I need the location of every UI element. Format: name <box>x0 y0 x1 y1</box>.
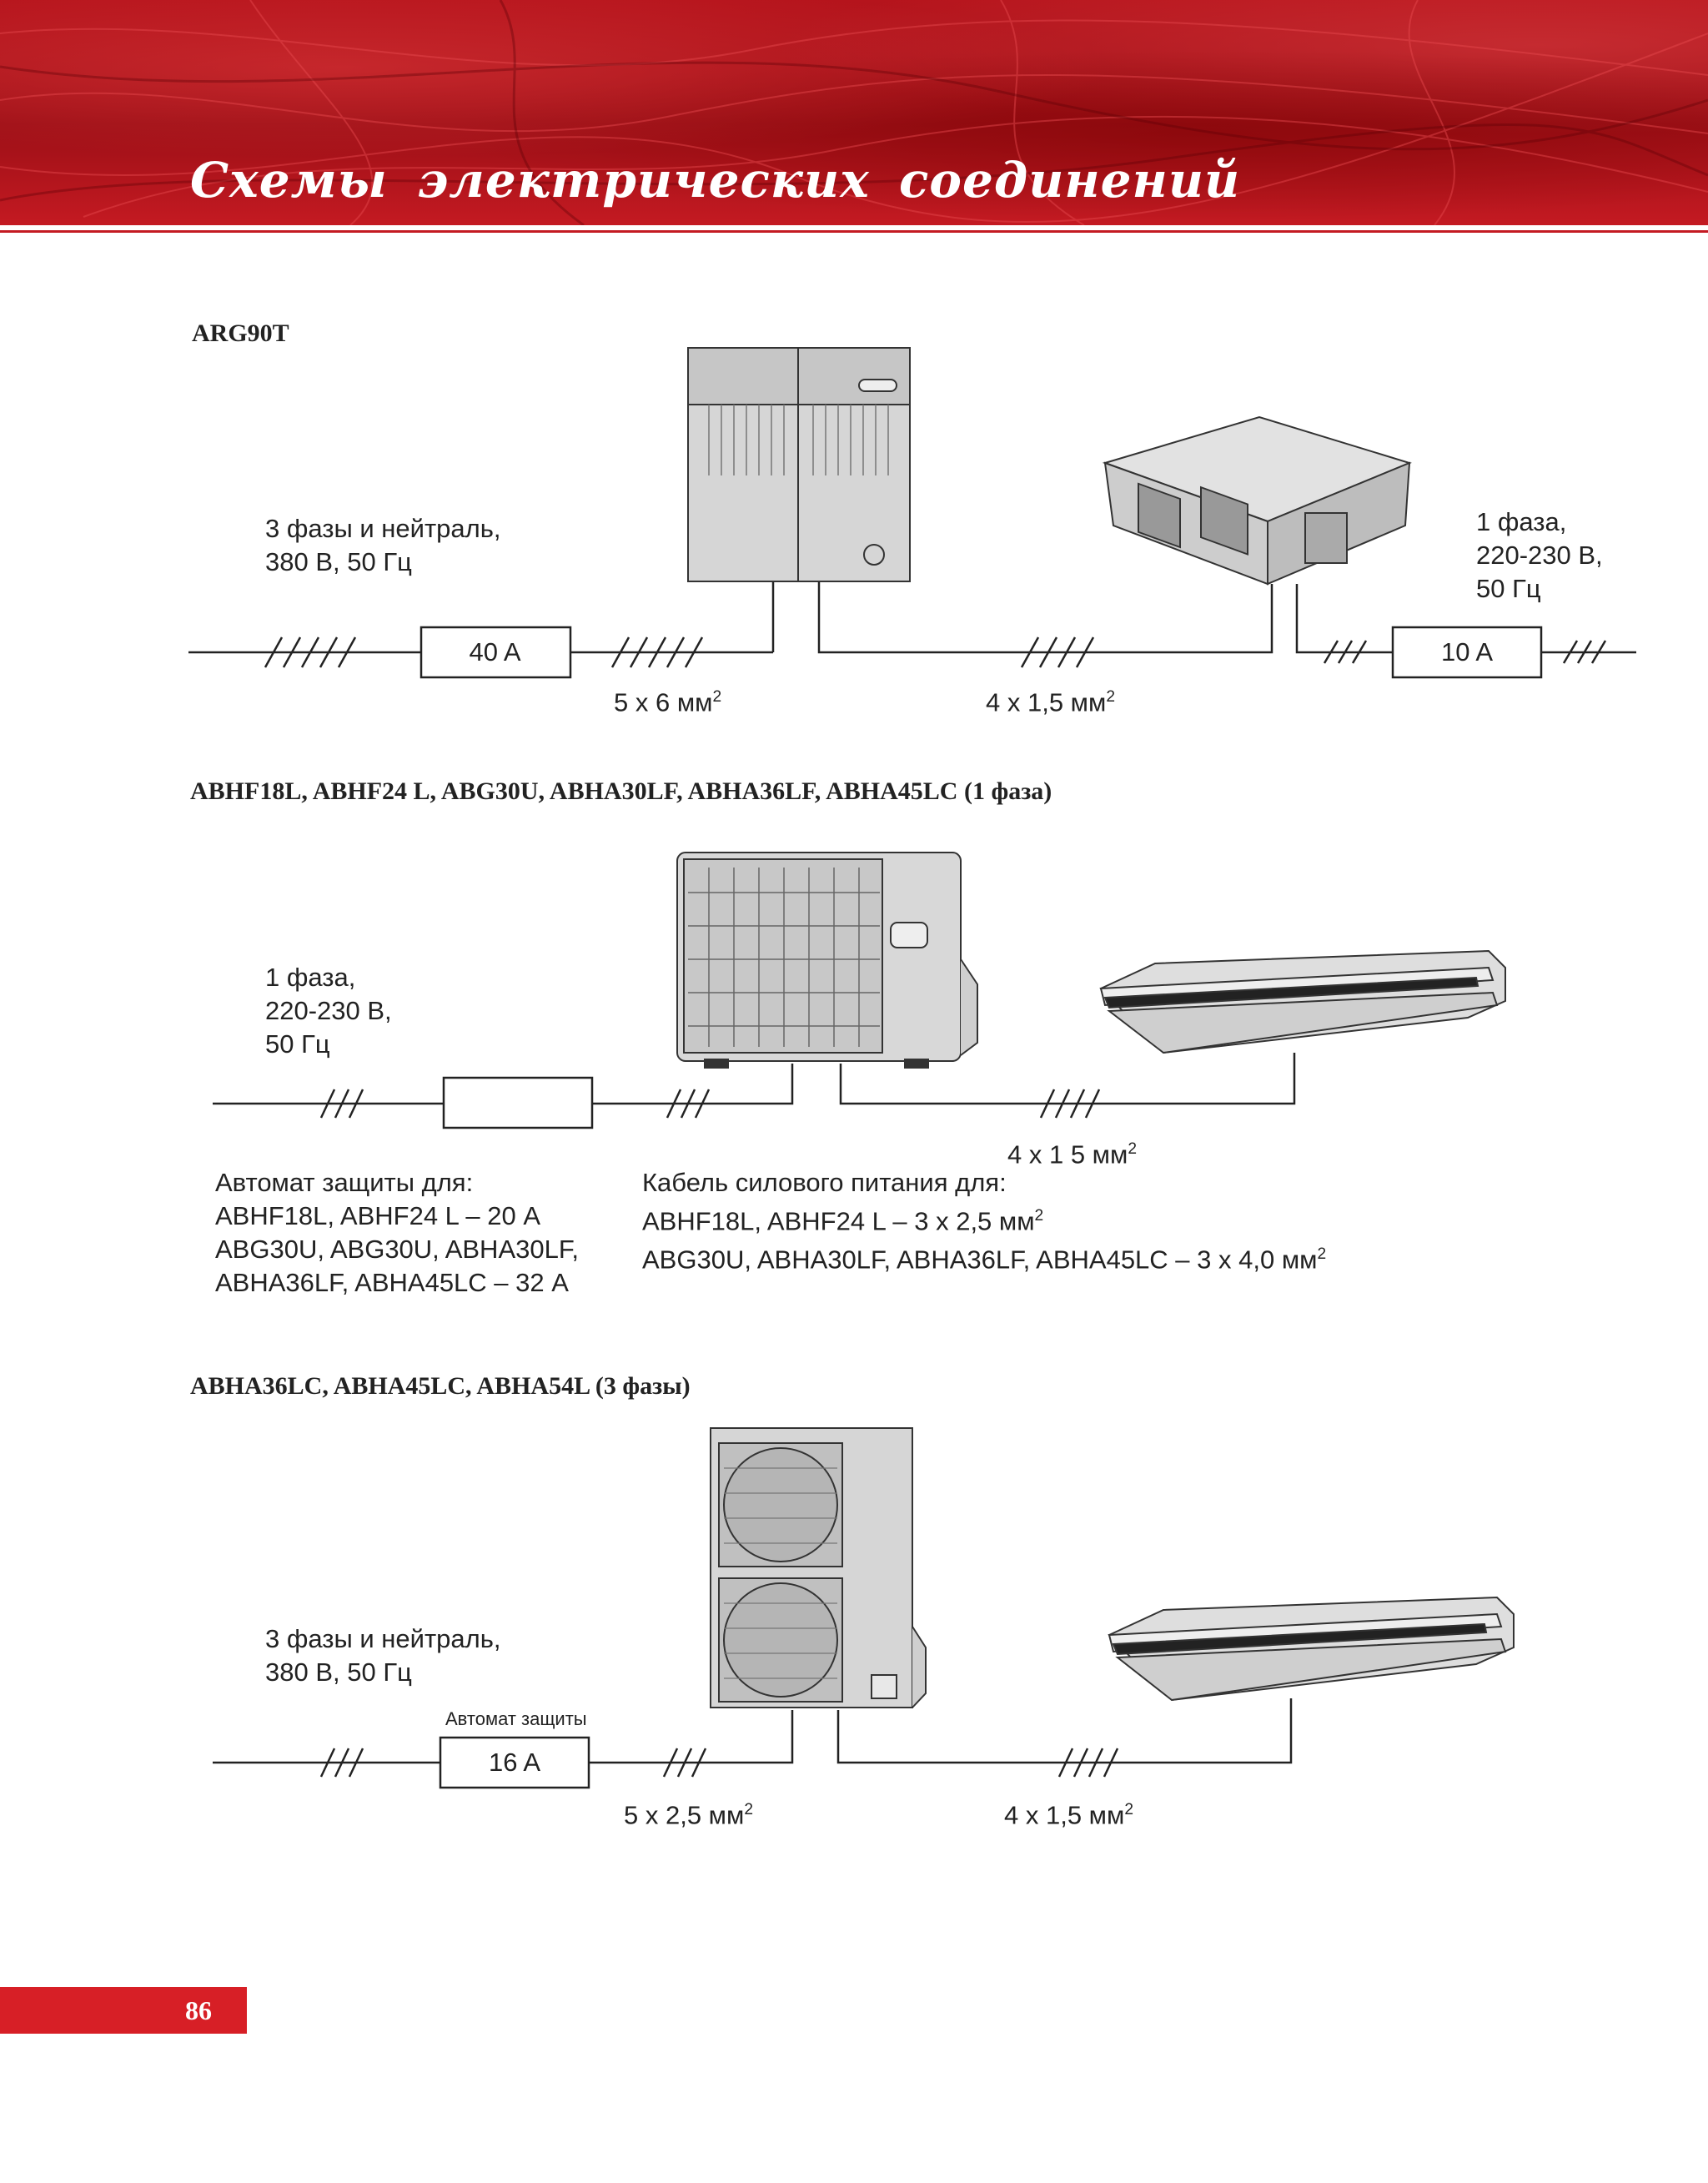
indoor-ceiling-unit-3phase-icon <box>1108 1596 1515 1702</box>
hatch-3-right <box>1323 640 1607 664</box>
cable-note: Кабель силового питания для: ABHF18L, AB… <box>642 1166 1326 1277</box>
cable-note-title: Кабель силового питания для: <box>642 1168 1007 1197</box>
outdoor-unit-arg90t-icon <box>687 347 911 582</box>
page-header: Схемы электрических соединений <box>0 0 1708 225</box>
outdoor-unit-1phase-icon <box>676 852 978 1069</box>
hatch-3-left-s3 <box>319 1748 364 1778</box>
breaker-box-40a <box>419 626 572 679</box>
indoor-ceiling-unit-icon <box>1099 949 1506 1054</box>
breaker-caption: Автомат защиты <box>445 1708 587 1729</box>
section2-wires <box>213 1053 1296 1119</box>
cable-note-line1: ABHF18L, ABHF24 L – 3 х 2,5 мм2 <box>642 1206 1044 1236</box>
supply-label-1phase: 1 фаза, 220-230 В, 50 Гц <box>265 963 392 1059</box>
supply-label-left: 3 фазы и нейтраль, 380 В, 50 Гц <box>265 514 501 576</box>
header-texture <box>0 0 1708 225</box>
section-title-arg90t: ARG90T <box>192 319 289 347</box>
cable-note-line2: ABG30U, ABHA30LF, ABHA36LF, ABHA45LC – 3… <box>642 1245 1327 1275</box>
section-title-3phase: ABHA36LC, ABHA45LC, ABHA54L (3 фазы) <box>190 1372 691 1400</box>
cable-label-5x6: 5 х 6 мм2 <box>614 687 722 717</box>
indoor-duct-unit-icon <box>1102 415 1412 586</box>
section1-wires <box>188 580 1636 668</box>
breaker-label-16a: 16 A <box>488 1748 541 1777</box>
hatch-4-cable3 <box>1057 1748 1119 1778</box>
hatch-3-mid-s3 <box>662 1748 707 1778</box>
breaker-box-16a <box>439 1736 590 1789</box>
hatch-5-cable <box>610 636 704 668</box>
hatch-4-cable2 <box>1039 1089 1101 1119</box>
breaker-box-1phase <box>442 1076 594 1129</box>
breaker-box-10a <box>1391 626 1543 679</box>
page-number-bar: 86 <box>0 1987 247 2034</box>
hatch-4-cable <box>1020 636 1095 668</box>
hatch-3-left <box>319 1089 364 1119</box>
cable-label-4x1-5-s2: 4 х 1 5 мм2 <box>1007 1139 1137 1169</box>
cable-label-4x1-5-s3: 4 х 1,5 мм2 <box>1004 1800 1133 1830</box>
cable-label-4x1-5: 4 х 1,5 мм2 <box>986 687 1115 717</box>
breaker-label-10a: 10 A <box>1440 637 1494 666</box>
header-divider-line <box>0 230 1708 233</box>
supply-label-3phase: 3 фазы и нейтраль, 380 В, 50 Гц <box>265 1624 501 1687</box>
section3-wires <box>213 1698 1293 1778</box>
supply-label-right: 1 фаза, 220-230 В, 50 Гц <box>1476 507 1603 603</box>
section-title-1phase: ABHF18L, ABHF24 L, ABG30U, ABHA30LF, ABH… <box>190 777 1052 805</box>
hatch-3-mid <box>666 1089 711 1119</box>
page-number: 86 <box>185 1995 212 2025</box>
breaker-label-40a: 40 A <box>469 637 521 666</box>
page-title: Схемы электрических соединений <box>190 152 1241 209</box>
outdoor-unit-3phase-icon <box>710 1427 927 1708</box>
breaker-note: Автомат защиты для: ABHF18L, ABHF24 L – … <box>215 1168 579 1297</box>
hatch-5-left <box>264 636 357 668</box>
cable-label-5x2-5: 5 х 2,5 мм2 <box>624 1800 753 1830</box>
